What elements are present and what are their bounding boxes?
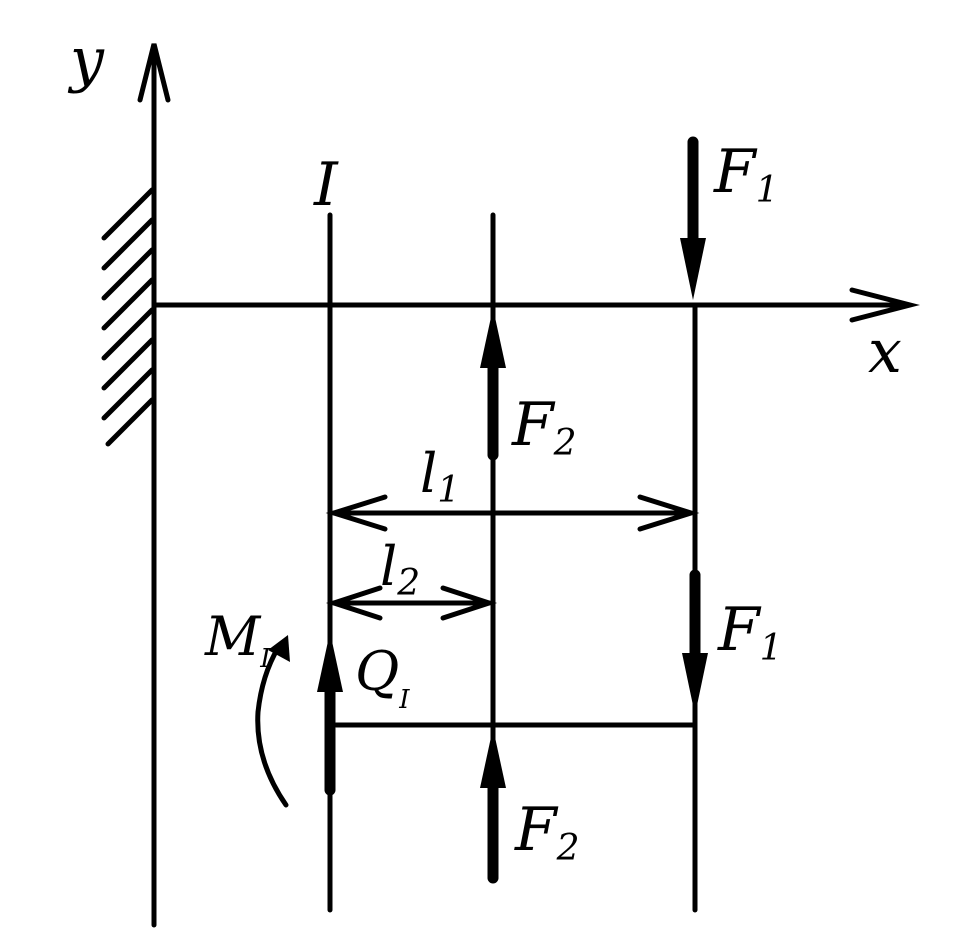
l2-dimension: [325, 585, 498, 621]
f2-arrow-bottom: [480, 728, 506, 884]
y-axis-label: y: [67, 25, 105, 95]
moment-arrow: [255, 635, 290, 808]
section-label: I: [313, 150, 339, 220]
shear-force-label: QI: [355, 640, 410, 715]
y-axis: [137, 43, 171, 928]
f2-arrow-top: [480, 308, 506, 461]
moment-label: MI: [204, 605, 271, 674]
x-axis: [151, 287, 920, 323]
f2-label-bottom: F2: [514, 795, 580, 869]
f1-label-top: F1: [713, 137, 779, 211]
shear-force-arrow: [317, 632, 343, 796]
f1-arrow-top: [680, 136, 706, 300]
l1-dimension: [325, 494, 700, 532]
x-axis-label: x: [868, 317, 902, 387]
f2-label-top: F2: [511, 390, 577, 464]
l2-label: l2: [380, 535, 420, 604]
f1-label-bottom: F1: [717, 595, 783, 669]
f1-arrow-bottom: [682, 569, 708, 715]
fixed-support-wall: [101, 187, 155, 447]
l1-label: l1: [420, 442, 460, 511]
